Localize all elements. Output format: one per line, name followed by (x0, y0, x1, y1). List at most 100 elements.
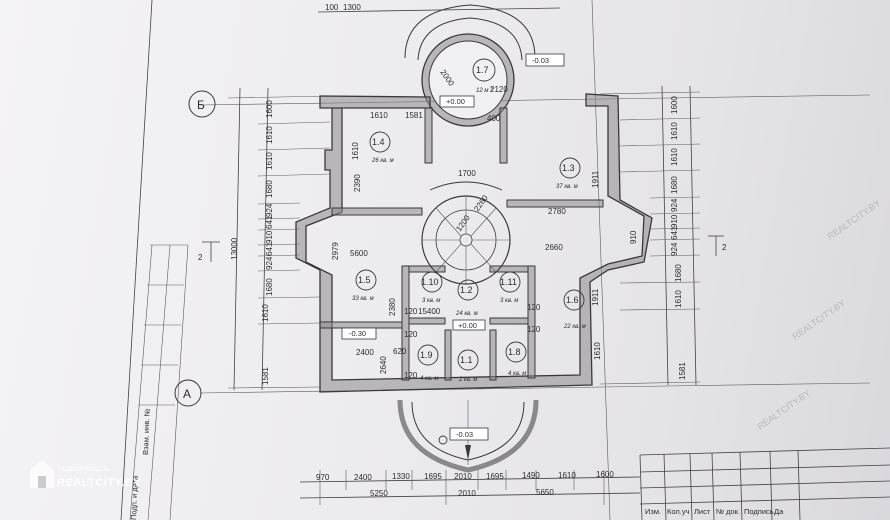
svg-text:1.9: 1.9 (420, 350, 433, 360)
svg-text:120: 120 (404, 330, 418, 339)
exterior-walls (295, 93, 653, 393)
side-stamp-text: Подп. и дата (129, 475, 140, 520)
dim-left-10: 1680 (265, 278, 274, 296)
svg-text:1610: 1610 (265, 126, 274, 144)
room-1-10: 1.10 1.10 3 кв. м (421, 271, 443, 304)
svg-text:2780: 2780 (548, 207, 566, 216)
svg-text:120: 120 (527, 303, 541, 312)
axis-marker-b (188, 90, 216, 118)
svg-text:641: 641 (265, 242, 274, 256)
level-tag-entrance (449, 427, 489, 441)
svg-text:24 кв. м: 24 кв. м (455, 311, 478, 317)
dim-left-12: 1581 (261, 367, 270, 385)
svg-text:910: 910 (265, 230, 274, 244)
stamp-label-kol: Кол.уч (667, 507, 690, 516)
dim-bottom-1: 970 (316, 473, 330, 482)
svg-text:4 кв. м: 4 кв. м (508, 371, 526, 377)
dim-right-4: 1680 (670, 176, 679, 194)
dim-bottom-4: 1695 (424, 472, 442, 481)
svg-text:910: 910 (629, 230, 638, 244)
realtcity-watermark: НЕДВИЖИМОСТЬ REALTCITY.BY (30, 460, 141, 489)
dim-bottom-9: 1600 (596, 470, 614, 479)
svg-text:1680: 1680 (670, 176, 679, 194)
svg-text:22 кв. м: 22 кв. м (563, 324, 586, 330)
room-number-1-7: 1.7 (476, 65, 489, 75)
svg-text:1.1: 1.1 (460, 355, 473, 365)
level-tag-top-right (525, 53, 565, 67)
svg-text:1680: 1680 (674, 264, 683, 282)
room-1-9: 1.9 4 кв. м (417, 344, 439, 382)
room-1-8: 1.8 4 кв. м (505, 341, 527, 377)
dim-bottom-center: 2010 (458, 489, 476, 498)
svg-text:3 кв. м: 3 кв. м (422, 298, 440, 304)
dim-bottom-2: 2400 (354, 473, 372, 482)
svg-text:1911: 1911 (591, 170, 600, 188)
dim-right-5: 924 (670, 198, 679, 212)
svg-text:2640: 2640 (379, 356, 388, 374)
svg-text:1.11: 1.11 (500, 277, 517, 287)
svg-text:1.10: 1.10 (421, 277, 439, 287)
section-mark-right: 2 (708, 235, 727, 256)
dim-right-7: 641 (670, 226, 679, 240)
room-area-1-7: 12 м 2 (476, 88, 494, 94)
dim-left-9: 924 (265, 256, 274, 270)
svg-text:1610: 1610 (351, 142, 360, 160)
dim-bottom-total-left: 5250 (370, 489, 388, 498)
level-tag-left-room (341, 327, 377, 340)
svg-text:5600: 5600 (350, 249, 368, 258)
room-1-3: 1.3 37 кв. м 1700 2780 1911 (458, 157, 600, 216)
side-stamp-label: Подп. и дата (129, 475, 140, 520)
ghost-watermark-text: REALTCITY.BY (825, 198, 882, 242)
svg-text:1610: 1610 (670, 148, 679, 166)
stamp-label-list: Лист (694, 507, 711, 516)
ghost-watermark: REALTCITY.BY (825, 198, 882, 242)
dim-left-6: 641 (265, 215, 274, 229)
svg-text:1610: 1610 (674, 290, 683, 308)
dim-left-1: 1600 (265, 100, 274, 118)
svg-text:1.8: 1.8 (508, 347, 521, 357)
ghost-watermark-text: REALTCITY.BY (755, 388, 812, 432)
svg-text:1581: 1581 (405, 111, 423, 120)
svg-text:924: 924 (670, 242, 679, 256)
dim-right-11: 1581 (678, 362, 687, 380)
level-text-top-room: +0.00 (446, 97, 465, 106)
interior-walls (319, 107, 604, 381)
right-dimension-chain (599, 85, 701, 386)
svg-text:2260: 2260 (472, 193, 490, 213)
dim-left-2: 1610 (265, 126, 274, 144)
svg-text:641: 641 (265, 215, 274, 229)
ghost-watermark: REALTCITY.BY (790, 298, 847, 342)
svg-text:13000: 13000 (230, 237, 239, 260)
svg-text:120: 120 (527, 325, 541, 334)
stamp-label-sign: Подпись (744, 507, 774, 516)
axis-line-a (199, 382, 871, 394)
svg-text:37 кв. м: 37 кв. м (556, 184, 578, 190)
svg-text:1581: 1581 (678, 362, 687, 380)
dim-top-a: 100 (325, 3, 339, 12)
dim-right-6: 910 (670, 214, 679, 228)
svg-text:1.3: 1.3 (562, 163, 575, 173)
svg-text:400: 400 (487, 114, 501, 123)
watermark-small-text: НЕДВИЖИМОСТЬ (58, 467, 110, 473)
dim-right-8: 924 (670, 242, 679, 256)
svg-text:26 кв. м: 26 кв. м (371, 158, 394, 164)
watermark-big-text: REALTCITY.BY (57, 477, 141, 489)
title-block (639, 447, 890, 520)
svg-text:15400: 15400 (418, 307, 441, 316)
svg-text:2390: 2390 (353, 174, 362, 192)
axis-label-b: Б (197, 98, 205, 112)
dim-right-2: 1610 (670, 122, 679, 140)
section-mark-left: 2 (198, 241, 220, 262)
svg-text:1.2: 1.2 (460, 285, 473, 295)
side-stamp-grid (129, 244, 189, 520)
svg-text:2 кв. м: 2 кв. м (458, 377, 477, 383)
svg-text:4 кв. м: 4 кв. м (420, 376, 438, 382)
level-text-left-room: -0.30 (349, 329, 366, 338)
svg-text:2660: 2660 (545, 243, 563, 252)
svg-text:910: 910 (670, 214, 679, 228)
axis-label-a: А (183, 387, 191, 401)
side-stamp-label: Взам. инв. № (141, 408, 152, 455)
house-logo-icon (30, 460, 54, 488)
dim-left-8: 641 (265, 242, 274, 256)
